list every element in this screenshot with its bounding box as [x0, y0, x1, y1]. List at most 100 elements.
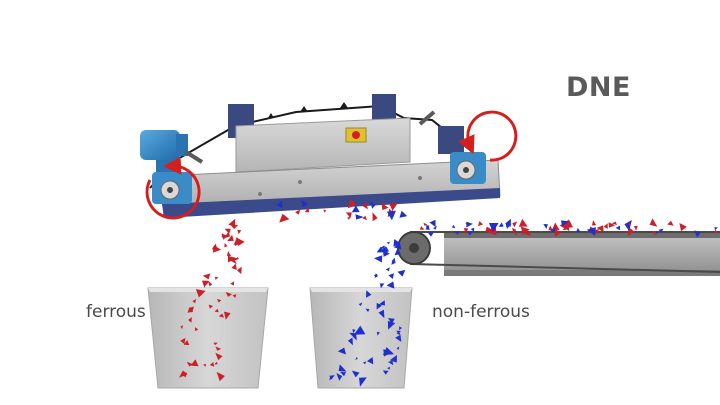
- nonferrous-particle: [386, 281, 395, 289]
- nonferrous-particle: [399, 326, 402, 331]
- ferrous-particle: [187, 307, 194, 313]
- belt-particle: [608, 222, 616, 228]
- nonferrous-particles: [329, 239, 406, 387]
- ferrous-particle: [224, 243, 228, 248]
- belt-particle: [652, 231, 657, 236]
- nonferrous-particle: [351, 370, 360, 378]
- belt-particle: [295, 209, 301, 215]
- ferrous-particle: [186, 361, 193, 367]
- belt-particle: [554, 229, 562, 237]
- nonferrous-particle: [387, 366, 390, 370]
- belt-particle: [347, 198, 357, 209]
- belt-particle: [561, 220, 569, 227]
- nonferrous-particle: [385, 267, 390, 272]
- ferrous-particle: [202, 273, 211, 280]
- belt-particles: [276, 198, 719, 238]
- ferrous-particle: [204, 281, 210, 285]
- ferrous-particle: [235, 239, 240, 247]
- belt-particle: [488, 223, 499, 233]
- belt-particle: [304, 207, 310, 213]
- ferrous-particle: [224, 231, 231, 239]
- nonferrous-particle: [358, 302, 363, 306]
- belt-particle: [345, 212, 352, 219]
- ferrous-particle: [230, 224, 239, 229]
- belt-particle: [381, 203, 389, 211]
- belt-particle: [714, 227, 718, 231]
- ferrous-particle: [216, 371, 225, 382]
- ferrous-particle: [208, 280, 213, 287]
- belt-particle: [362, 202, 368, 210]
- nonferrous-particle: [384, 350, 389, 353]
- nonferrous-particle: [362, 361, 367, 365]
- nonferrous-particle: [395, 334, 402, 342]
- belt-particle: [485, 226, 493, 233]
- nonferrous-particle: [394, 249, 402, 256]
- nonferrous-particle: [374, 273, 379, 278]
- belt-particle: [512, 227, 517, 234]
- belt-particle: [514, 231, 517, 236]
- nonferrous-particle: [359, 377, 367, 387]
- pulley-icon: [152, 172, 192, 204]
- nonferrous-particle: [365, 308, 370, 313]
- ferrous-particle: [230, 257, 237, 265]
- belt-particle: [615, 225, 620, 231]
- belt-particle: [505, 223, 512, 229]
- ferrous-particle: [231, 263, 237, 270]
- belt-particle: [399, 210, 408, 218]
- belt-particle: [423, 222, 428, 226]
- belt-particle: [498, 222, 504, 227]
- ferrous-particle: [225, 291, 232, 297]
- belt-particle: [611, 221, 617, 225]
- belt-particle: [596, 225, 604, 233]
- belt-particle: [549, 227, 556, 233]
- belt-particle: [592, 228, 599, 235]
- ferrous-particle: [188, 306, 194, 312]
- ferrous-particle: [194, 327, 199, 331]
- ferrous-particle: [224, 228, 231, 234]
- nonferrous-particle: [386, 241, 391, 245]
- belt-particle: [347, 216, 351, 220]
- belt-particle: [586, 227, 596, 236]
- belt-particle: [362, 215, 367, 221]
- belt-particle: [478, 221, 483, 227]
- ferrous-particle: [227, 234, 234, 242]
- nonferrous-particle: [391, 257, 396, 264]
- magnetic-separator: [140, 94, 518, 220]
- nonferrous-particle: [387, 318, 395, 324]
- nonferrous-particle: [353, 325, 366, 335]
- belt-particle: [714, 229, 719, 234]
- nonferrous-particle: [338, 364, 347, 372]
- belt-particle: [454, 230, 459, 235]
- belt-particle: [389, 203, 394, 208]
- nonferrous-particle: [387, 320, 396, 330]
- nonferrous-particle: [376, 302, 382, 310]
- nonferrous-particle: [393, 239, 401, 247]
- belt-particle: [543, 224, 548, 229]
- nonferrous-particle: [393, 242, 402, 250]
- belt-particle: [429, 219, 436, 227]
- belt-particle: [276, 200, 283, 209]
- belt-particle: [649, 218, 658, 227]
- belt-particle: [279, 213, 290, 223]
- pulley-icon: [450, 152, 486, 184]
- belt-particle: [667, 220, 674, 226]
- ferrous-particle: [203, 364, 207, 367]
- belt-particle: [301, 200, 308, 208]
- ferrous-particle: [211, 243, 218, 251]
- belt-particle: [512, 221, 518, 228]
- nonferrous-particle: [347, 337, 353, 346]
- nonferrous-particle: [352, 329, 356, 334]
- nonferrous-particle: [374, 255, 383, 263]
- ferrous-particle: [216, 299, 222, 303]
- nonferrous-particle: [340, 371, 346, 377]
- belt-particle: [419, 226, 425, 230]
- belt-particle: [575, 227, 581, 233]
- ferrous-particle: [218, 313, 225, 318]
- belt-particle: [370, 201, 376, 209]
- ferrous-particle: [179, 370, 188, 378]
- belt-particle: [548, 225, 553, 231]
- ferrous-particle: [195, 289, 206, 298]
- ferrous-particle: [214, 361, 218, 365]
- nonferrous-label: non-ferrous: [432, 302, 530, 322]
